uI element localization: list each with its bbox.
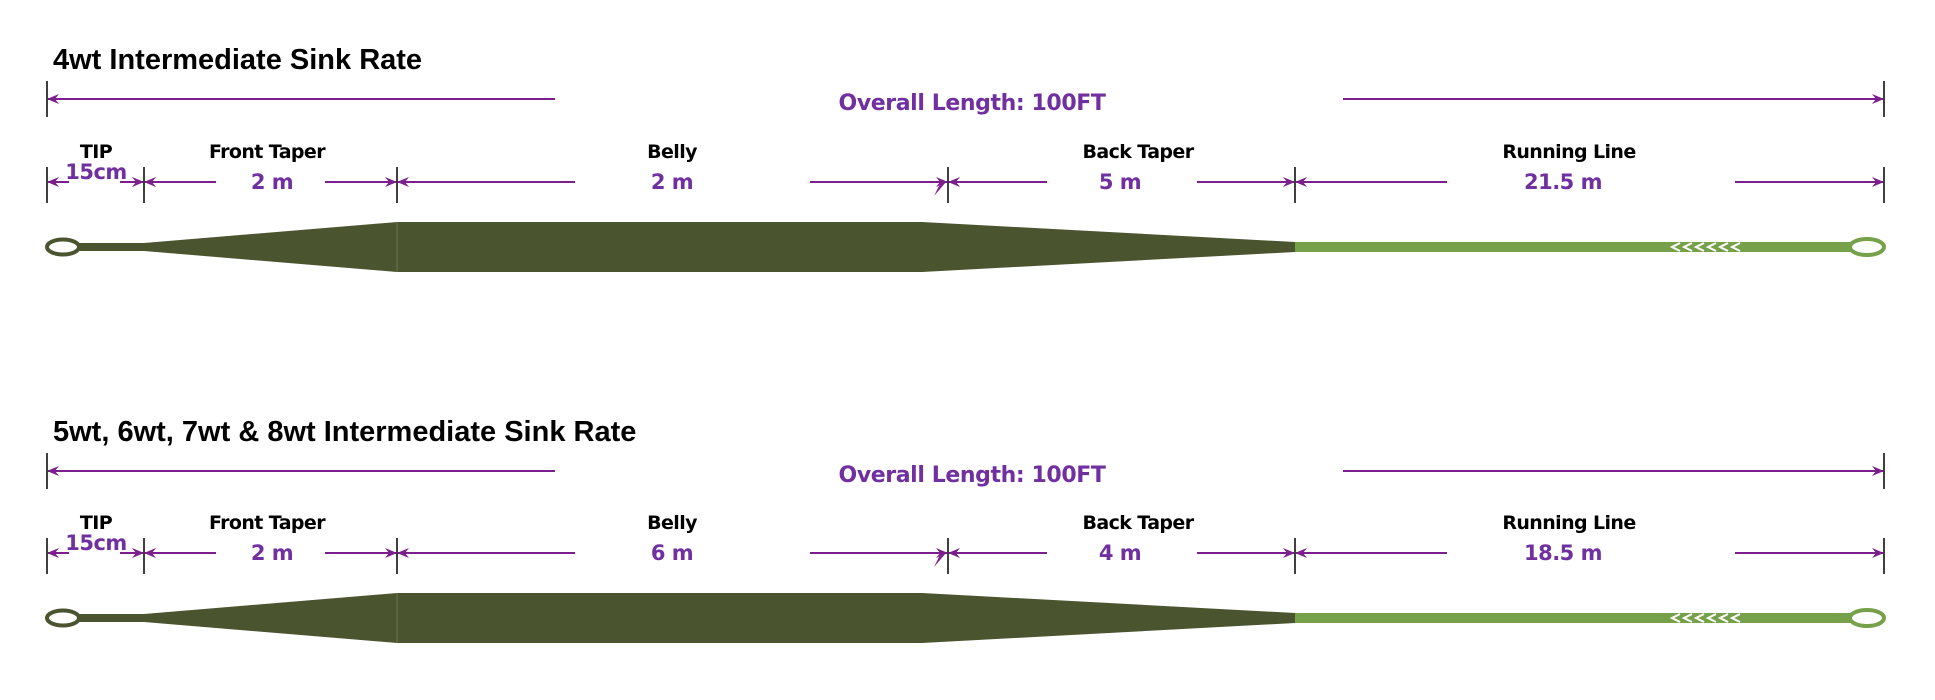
segment-length-0: 15cm	[65, 531, 127, 555]
tip-loop-icon	[45, 237, 81, 257]
chevron-mark-icon	[1681, 242, 1693, 252]
chevron-mark-icon	[1693, 242, 1705, 252]
running-line-shape	[1295, 242, 1852, 252]
rear-loop-icon	[1848, 237, 1886, 257]
segment-length-2: 6 m	[651, 541, 693, 565]
segment-length-2: 2 m	[651, 170, 693, 194]
segment-name-4: Running Line	[1502, 141, 1635, 163]
segment-name-2: Belly	[647, 141, 698, 163]
diagram-title: 4wt Intermediate Sink Rate	[53, 44, 422, 76]
segment-name-3: Back Taper	[1082, 512, 1194, 534]
chevron-mark-icon	[1729, 613, 1741, 623]
segment-name-1: Front Taper	[209, 141, 326, 163]
segment-name-0: TIP	[80, 141, 113, 163]
segment-name-1: Front Taper	[209, 512, 326, 534]
rear-loop-icon	[1848, 608, 1886, 628]
chevron-mark-icon	[1669, 613, 1681, 623]
diagram-5-8wt: 5wt, 6wt, 7wt & 8wt Intermediate Sink Ra…	[45, 416, 1886, 643]
segment-length-1: 2 m	[251, 170, 293, 194]
chevron-mark-icon	[1729, 242, 1741, 252]
overall-length-label: Overall Length: 100FT	[839, 463, 1106, 488]
segment-length-4: 21.5 m	[1524, 170, 1602, 194]
chevron-mark-icon	[1717, 242, 1729, 252]
chevron-mark-icon	[1681, 613, 1693, 623]
running-line-shape	[1295, 613, 1852, 623]
chevron-mark-icon	[1693, 613, 1705, 623]
belly-arrow-flourish	[934, 553, 946, 567]
segment-length-0: 15cm	[65, 160, 127, 184]
segment-name-0: TIP	[80, 512, 113, 534]
segment-length-3: 4 m	[1099, 541, 1141, 565]
segment-length-3: 5 m	[1099, 170, 1141, 194]
chevron-mark-icon	[1717, 613, 1729, 623]
overall-length-label: Overall Length: 100FT	[839, 91, 1106, 116]
segment-length-4: 18.5 m	[1524, 541, 1602, 565]
chevron-mark-icon	[1669, 242, 1681, 252]
segment-name-2: Belly	[647, 512, 698, 534]
line-head-shape	[79, 593, 1295, 643]
tip-loop-icon	[45, 608, 81, 628]
segment-name-3: Back Taper	[1082, 141, 1194, 163]
belly-arrow-flourish	[934, 182, 946, 196]
chevron-mark-icon	[1705, 242, 1717, 252]
line-head-shape	[79, 222, 1295, 272]
segment-name-4: Running Line	[1502, 512, 1635, 534]
diagram-title: 5wt, 6wt, 7wt & 8wt Intermediate Sink Ra…	[53, 416, 636, 448]
segment-length-1: 2 m	[251, 541, 293, 565]
chevron-mark-icon	[1705, 613, 1717, 623]
